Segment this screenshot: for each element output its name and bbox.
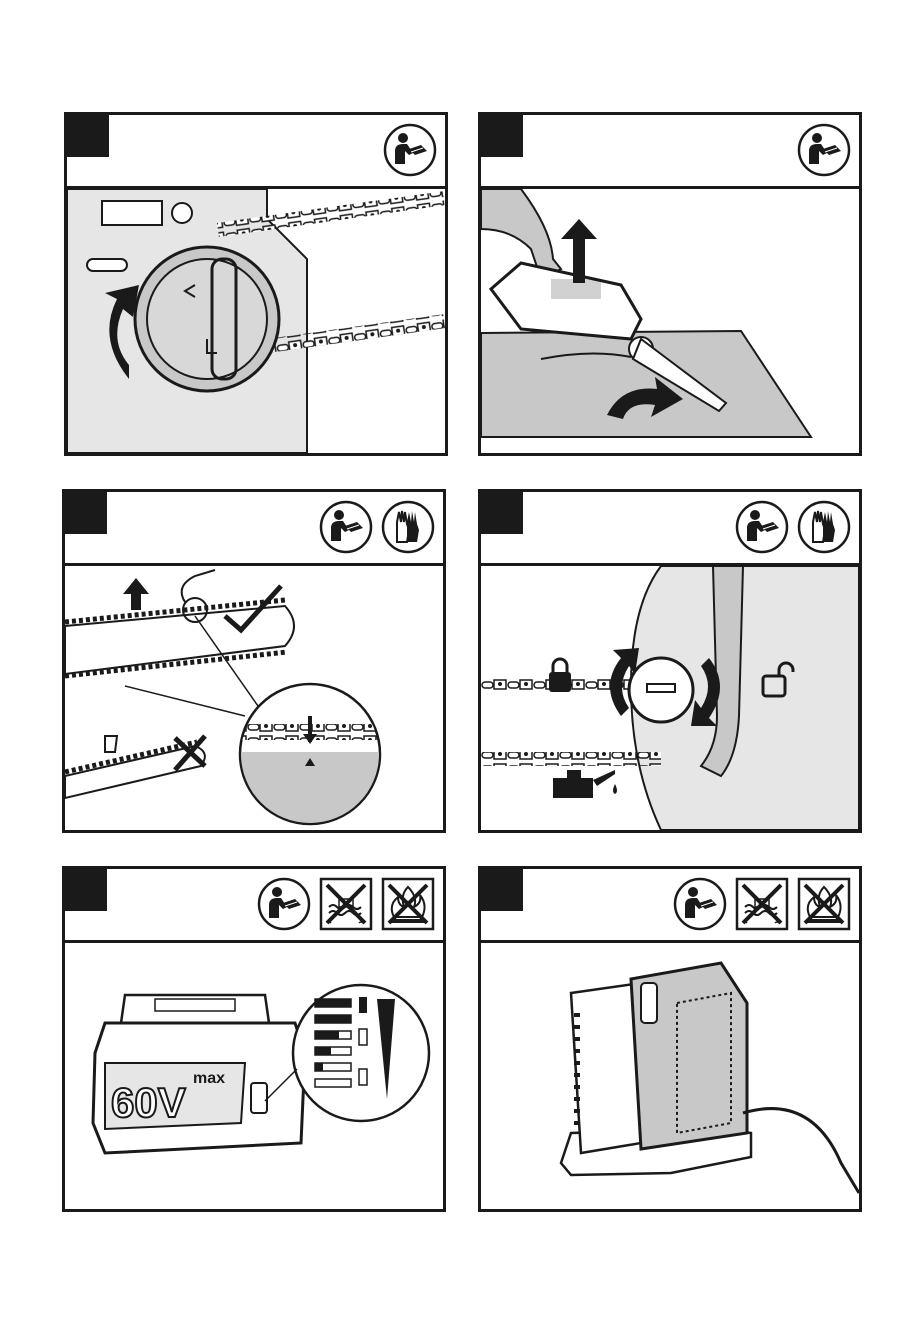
illustration-lift-chainsaw	[481, 189, 859, 453]
safety-icons	[797, 123, 851, 177]
step-panel-5: 60V max	[62, 866, 446, 1212]
safety-icons	[319, 500, 435, 554]
step-number-box	[65, 869, 107, 911]
step-panel-6	[478, 866, 862, 1212]
step-number-box	[67, 115, 109, 157]
step-panel-3	[62, 489, 446, 833]
manual-icon	[673, 877, 727, 931]
panel-header	[481, 869, 859, 943]
battery-max-text: max	[193, 1070, 225, 1087]
step-panel-4	[478, 489, 862, 833]
safety-icons	[257, 877, 435, 931]
illustration-chain-tension-check	[65, 566, 443, 830]
panel-header	[481, 115, 859, 189]
safety-icons	[673, 877, 851, 931]
panel-header	[65, 869, 443, 943]
manual-icon	[257, 877, 311, 931]
manual-icon	[319, 500, 373, 554]
gloves-icon	[381, 500, 435, 554]
no-fire-icon	[797, 877, 851, 931]
illustration-battery-charge-levels: 60V max	[65, 943, 443, 1209]
manual-icon	[797, 123, 851, 177]
panel-header	[481, 492, 859, 566]
no-water-icon	[319, 877, 373, 931]
no-fire-icon	[381, 877, 435, 931]
illustration-battery-in-charger	[481, 943, 859, 1209]
step-number-box	[65, 492, 107, 534]
panel-header	[67, 115, 445, 189]
panel-header	[65, 492, 443, 566]
safety-icons	[383, 123, 437, 177]
safety-icons	[735, 500, 851, 554]
manual-icon	[735, 500, 789, 554]
step-panel-2	[478, 112, 862, 456]
step-number-box	[481, 492, 523, 534]
step-number-box	[481, 115, 523, 157]
step-number-box	[481, 869, 523, 911]
illustration-chain-cover-knob	[67, 189, 445, 453]
battery-voltage-text: 60V	[111, 1079, 186, 1126]
step-panel-1	[64, 112, 448, 456]
illustration-lock-unlock-oil	[481, 566, 859, 830]
gloves-icon	[797, 500, 851, 554]
manual-icon	[383, 123, 437, 177]
lock-icon	[549, 672, 571, 692]
oil-can-icon	[553, 770, 593, 798]
no-water-icon	[735, 877, 789, 931]
